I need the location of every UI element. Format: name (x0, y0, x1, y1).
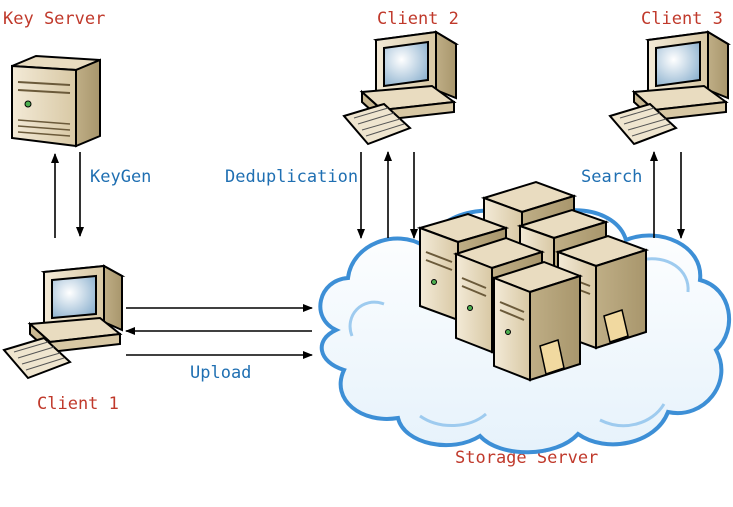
storage-server-cluster-icon (416, 180, 650, 382)
client-3-computer-icon (608, 30, 731, 146)
server-tower-icon (491, 260, 583, 382)
storage-server-label: Storage Server (455, 448, 598, 468)
keygen-edge-label: KeyGen (90, 167, 151, 187)
deduplication-edge-label: Deduplication (225, 167, 358, 187)
key-server-label: Key Server (3, 9, 105, 29)
client-1-computer-icon (2, 264, 126, 380)
client-2-computer-icon (342, 30, 459, 146)
upload-edge-label: Upload (190, 363, 251, 383)
search-edge-label: Search (581, 167, 642, 187)
key-server-icon (11, 54, 101, 148)
client-3-label: Client 3 (641, 9, 723, 29)
client-1-label: Client 1 (37, 394, 119, 414)
client-2-label: Client 2 (377, 9, 459, 29)
